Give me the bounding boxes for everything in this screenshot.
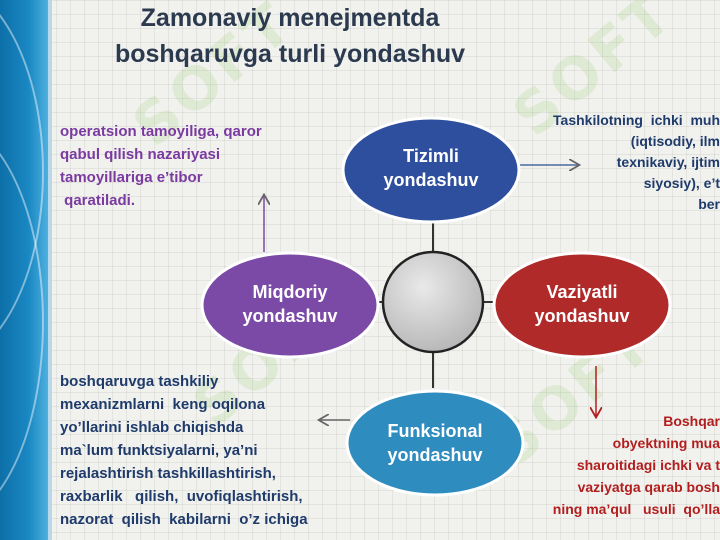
desc-line: rejalashtirish tashkillashtirish, bbox=[60, 465, 276, 482]
title-line-1: Zamonaviy menejmentda bbox=[140, 4, 440, 32]
vaziyatli-description: Boshqar obyektning mua sharoitidagi ichk… bbox=[500, 410, 720, 520]
miqdoriy-description: operatsion tamoyiliga, qaror qabul qilis… bbox=[60, 120, 330, 212]
desc-line: Tashkilotning ichki muh bbox=[553, 112, 720, 128]
desc-line: ning ma’qul usuli qo’lla bbox=[552, 501, 720, 517]
desc-line: ma`lum funktsiyalarni, ya’ni bbox=[60, 442, 258, 459]
node-miqdoriy-line2: yondashuv bbox=[242, 306, 337, 326]
funksional-description: boshqaruvga tashkiliy mexanizmlarni keng… bbox=[60, 370, 350, 531]
desc-line: operatsion tamoyiliga, qaror bbox=[60, 123, 262, 140]
band-edge bbox=[48, 0, 52, 540]
node-funksional-line2: yondashuv bbox=[387, 445, 482, 465]
slide-title: Zamonaviy menejmentda boshqaruvga turli … bbox=[60, 0, 520, 72]
desc-line: siyosiy), e’t bbox=[643, 175, 720, 191]
node-funksional: Funksional yondashuv bbox=[345, 389, 525, 497]
desc-line: vaziyatga qarab bosh bbox=[577, 479, 720, 495]
desc-line: texnikaviy, ijtim bbox=[616, 154, 720, 170]
tizimli-description: Tashkilotning ichki muh (iqtisodiy, ilm … bbox=[520, 110, 720, 215]
desc-line: qaratiladi. bbox=[60, 192, 136, 209]
desc-line: sharoitidagi ichki va t bbox=[576, 457, 720, 473]
desc-line: tamoyillariga e’tibor bbox=[60, 169, 203, 186]
node-vaziyatli-line2: yondashuv bbox=[534, 306, 629, 326]
desc-line: nazorat qilish kabilarni o’z ichiga bbox=[60, 511, 308, 528]
left-decorative-band bbox=[0, 0, 48, 540]
desc-line: boshqaruvga tashkiliy bbox=[60, 373, 219, 390]
desc-line: qabul qilish nazariyasi bbox=[60, 146, 221, 163]
node-tizimli: Tizimli yondashuv bbox=[341, 116, 521, 224]
node-vaziyatli: Vaziyatli yondashuv bbox=[492, 251, 672, 359]
node-tizimli-line2: yondashuv bbox=[383, 170, 478, 190]
desc-line: ber bbox=[698, 196, 720, 212]
center-circle bbox=[381, 250, 485, 354]
node-miqdoriy: Miqdoriy yondashuv bbox=[200, 251, 380, 359]
node-tizimli-line1: Tizimli bbox=[403, 146, 459, 166]
node-miqdoriy-line1: Miqdoriy bbox=[253, 282, 328, 302]
desc-line: mexanizmlarni keng oqilona bbox=[60, 396, 266, 413]
title-line-2: boshqaruvga turli yondashuv bbox=[114, 40, 466, 68]
node-vaziyatli-line1: Vaziyatli bbox=[546, 282, 617, 302]
desc-line: obyektning mua bbox=[612, 435, 720, 451]
desc-line: (iqtisodiy, ilm bbox=[630, 133, 720, 149]
desc-line: Boshqar bbox=[663, 413, 720, 429]
node-funksional-line1: Funksional bbox=[387, 421, 482, 441]
desc-line: yo’llarini ishlab chiqishda bbox=[60, 419, 244, 436]
desc-line: raxbarlik qilish, uvofiqlashtirish, bbox=[60, 488, 303, 505]
